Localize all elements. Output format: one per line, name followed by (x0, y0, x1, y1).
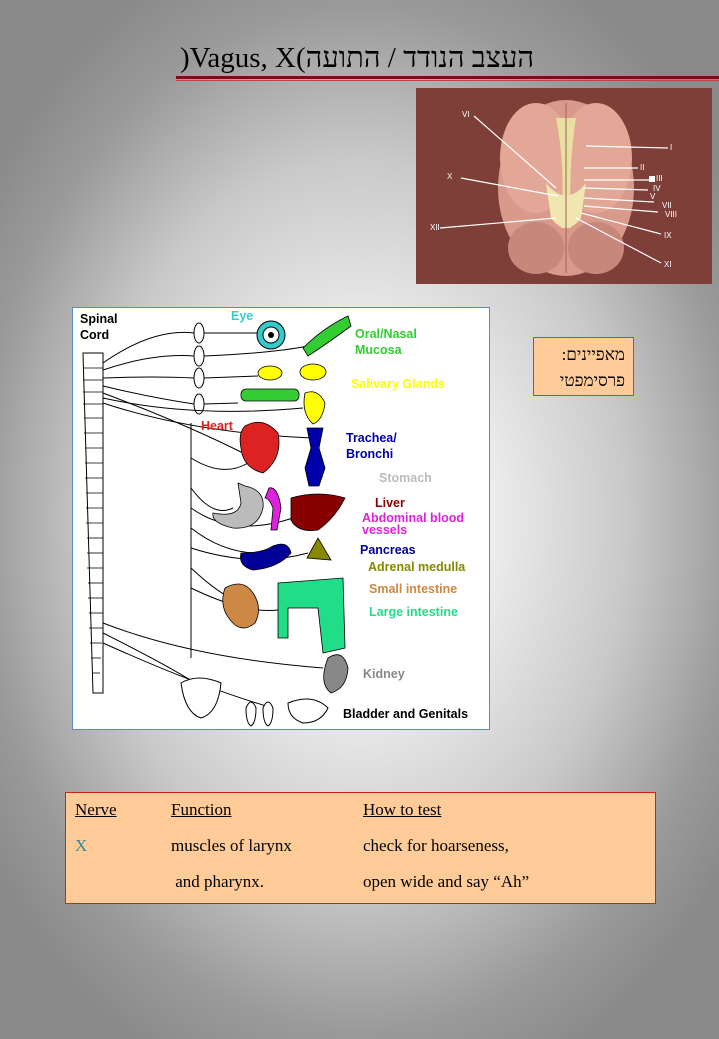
label-stomach: Stomach (379, 471, 432, 485)
cranial-label-vi: VI (462, 110, 470, 119)
cranial-label-i: I (670, 143, 673, 152)
label-bladder-genitals: Bladder and Genitals (343, 707, 469, 721)
label-abdominal-blood-vessels: Abdominal blood vessels (362, 511, 465, 537)
cranial-label-x: X (447, 172, 453, 181)
label-pancreas: Pancreas (360, 543, 416, 557)
function-line-2: and pharynx. (171, 872, 265, 891)
innervation-diagram: Spinal Cord Eye Oral/Nasal Mucosa Saliva… (72, 307, 490, 730)
brain-illustration (439, 100, 669, 276)
how-to-test-line-1: check for hoarseness, (363, 836, 509, 855)
header-function: Function (171, 800, 232, 819)
cranial-label-iv: IV (653, 184, 661, 193)
page-title: )Vagus, X(העצב הנודד / התועה (180, 42, 535, 74)
nerve-value: X (75, 836, 88, 855)
nerve-info-table: Nerve Function How to test X muscles of … (65, 792, 656, 904)
label-small-intestine: Small intestine (369, 582, 458, 596)
function-line-1: muscles of larynx (171, 836, 292, 855)
cranial-label-vii: VII (662, 201, 672, 210)
label-heart: Heart (201, 419, 233, 433)
label-adrenal-medulla: Adrenal medulla (368, 560, 466, 574)
characteristics-value: פרסימפטי (559, 371, 625, 390)
cranial-label-iii: III (656, 174, 663, 183)
how-to-test-line-2: open wide and say “Ah” (363, 872, 530, 891)
title-underline (176, 76, 719, 79)
label-large-intestine: Large intestine (369, 605, 458, 619)
characteristics-box: מאפיינים: פרסימפטי (533, 337, 634, 396)
title-underline-thin (176, 80, 719, 81)
cranial-label-ix: IX (664, 231, 672, 240)
brain-base-image: VI I II X III IV V VII VIII XII IX XI (416, 88, 712, 284)
label-salivary-glands: Salivary Glands (351, 377, 445, 391)
label-trachea-bronchi: Trachea/ Bronchi (346, 431, 397, 461)
label-eye: Eye (231, 309, 254, 323)
cranial-label-v: V (650, 192, 656, 201)
characteristics-heading: מאפיינים: (561, 345, 625, 364)
label-liver: Liver (375, 496, 405, 510)
cranial-label-ii: II (640, 163, 645, 172)
innervation-illustration (82, 315, 352, 727)
cranial-label-xii: XII (430, 223, 440, 232)
label-kidney: Kidney (363, 667, 405, 681)
label-oral-nasal-mucosa: Oral/Nasal Mucosa (355, 327, 417, 357)
cranial-label-viii: VIII (665, 210, 678, 219)
header-nerve: Nerve (75, 800, 117, 819)
label-spinal-cord: Spinal Cord (80, 312, 118, 342)
header-how-to-test: How to test (363, 800, 442, 819)
cranial-label-xi: XI (664, 260, 672, 269)
